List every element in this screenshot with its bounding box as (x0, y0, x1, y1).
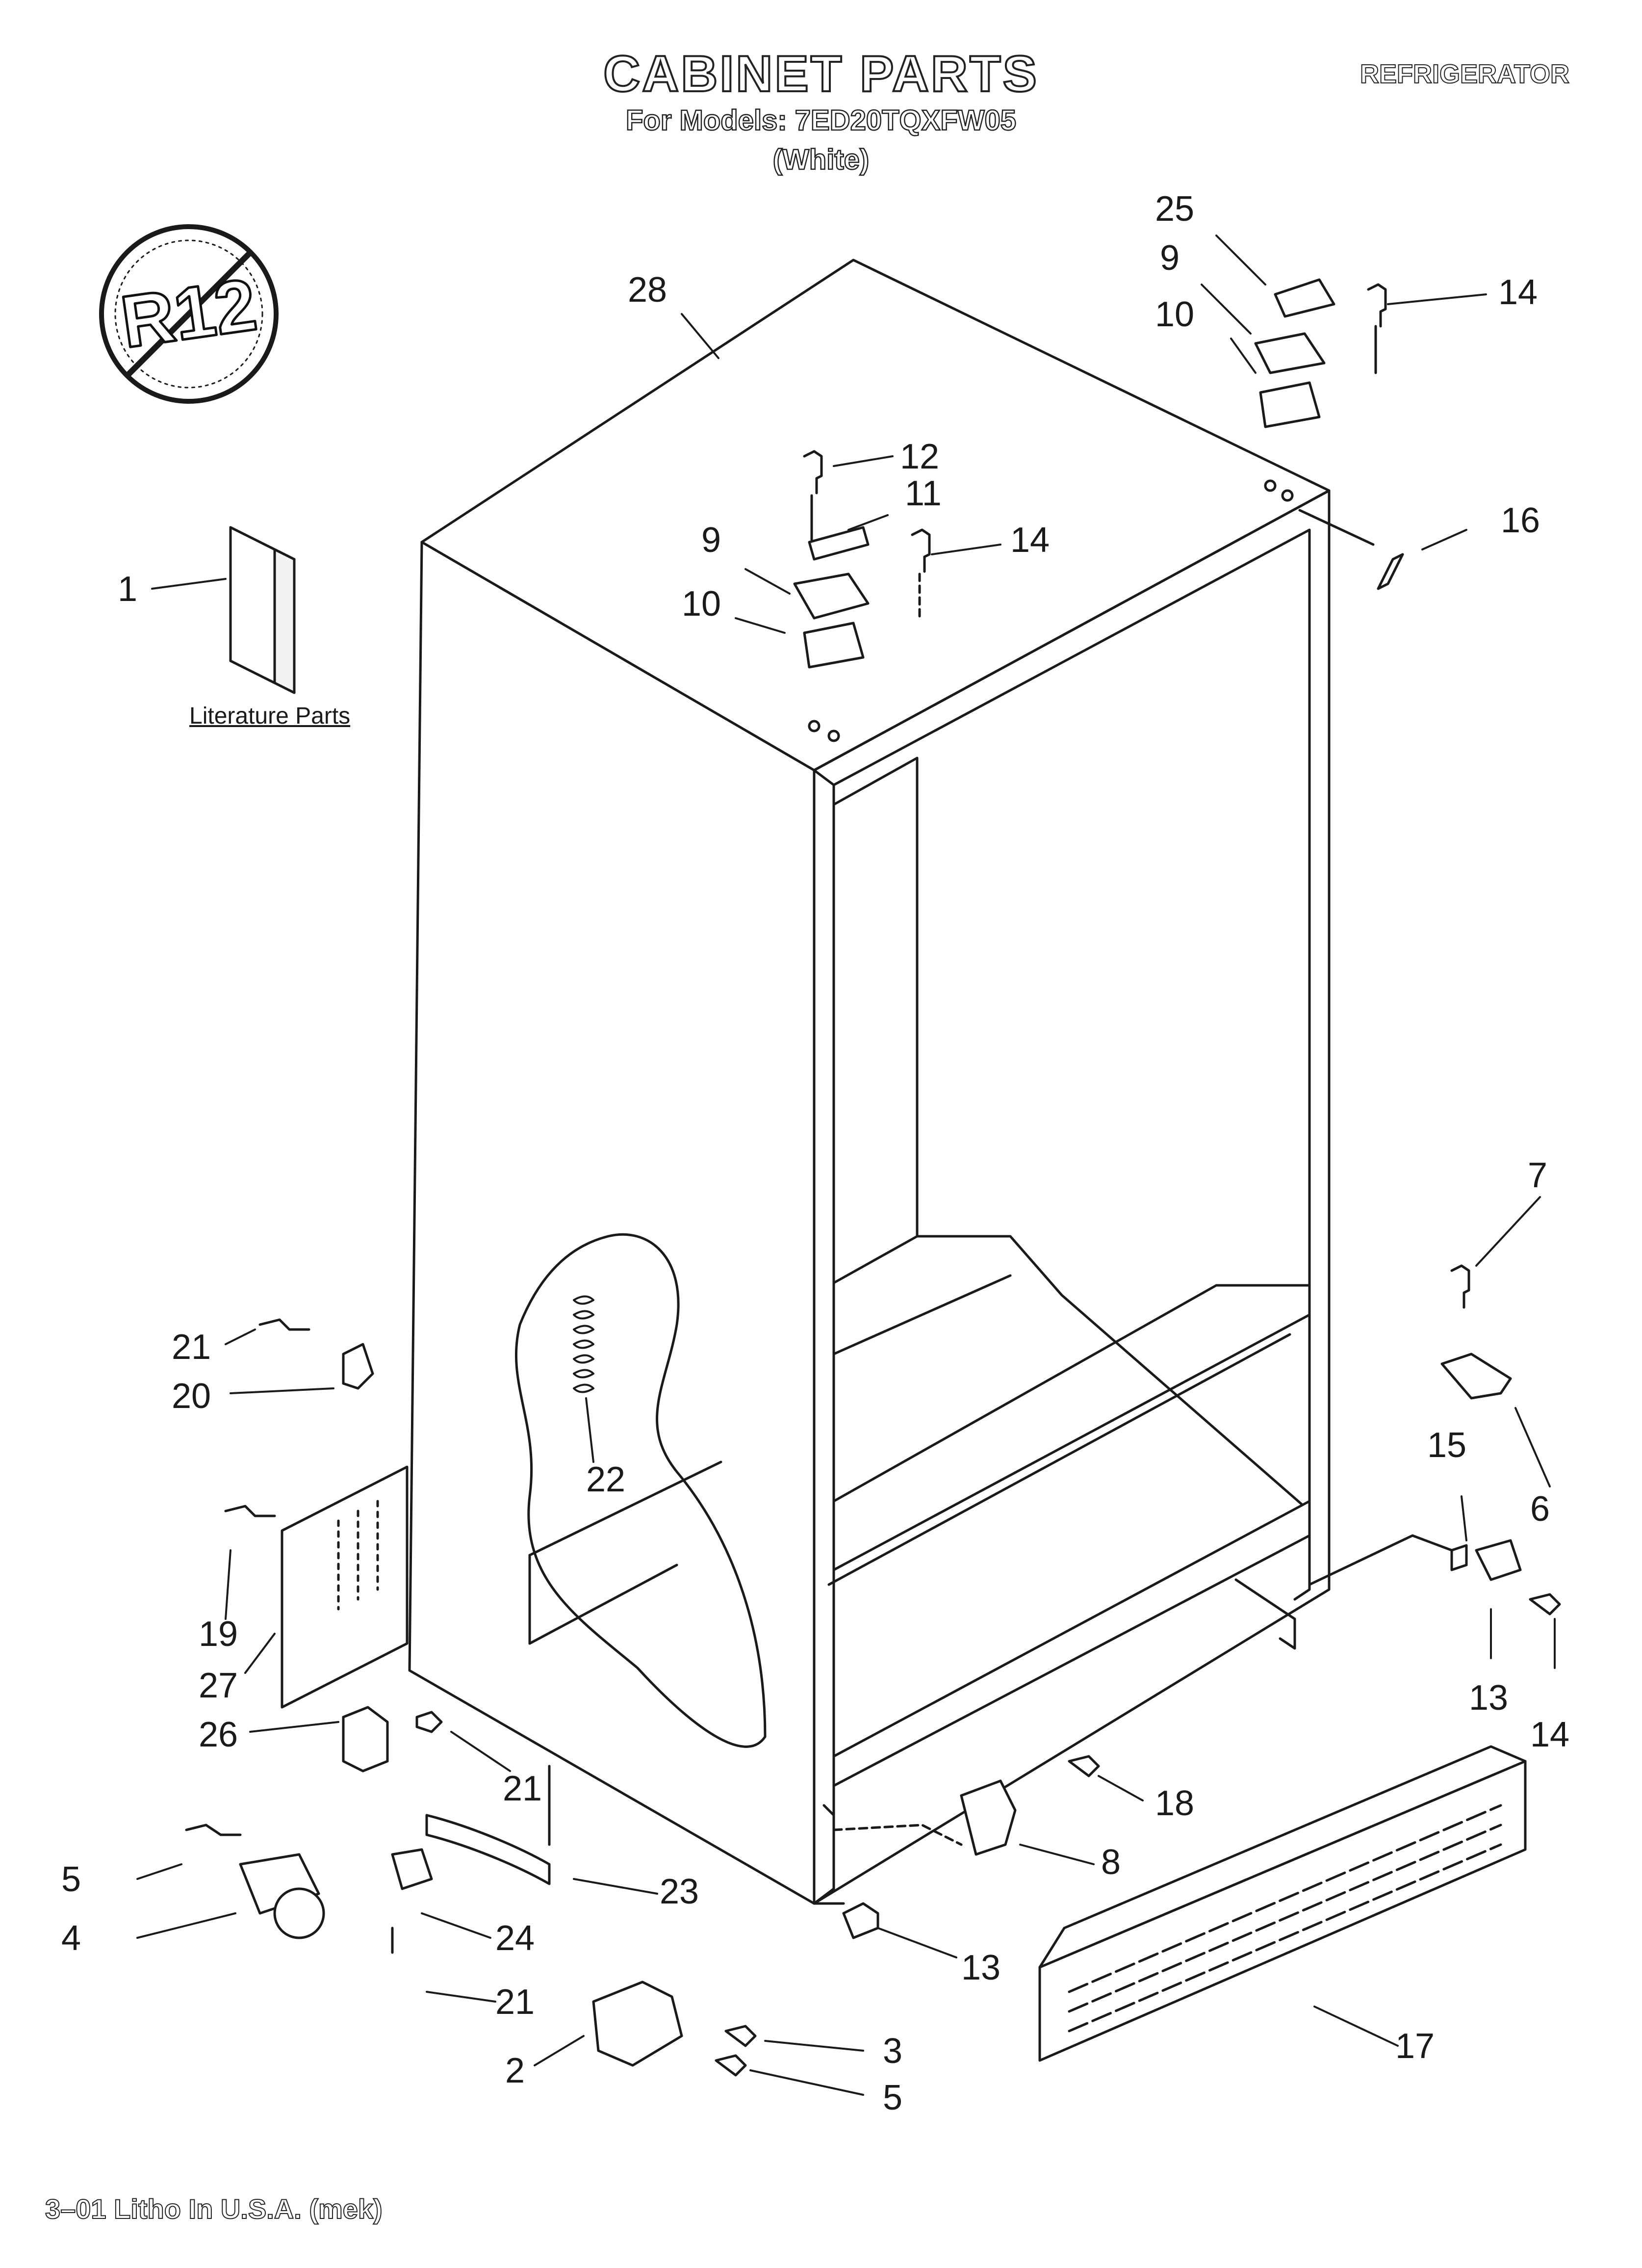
control-panel-assembly (224, 1318, 409, 1709)
callout-3: 3 (883, 2032, 902, 2071)
callout-5-bottom: 5 (883, 2078, 902, 2117)
callout-13-front: 13 (961, 1948, 1001, 1987)
no-r12-badge-text: R12 (116, 263, 261, 364)
callout-14: 14 (1010, 521, 1050, 560)
callout-6: 6 (1530, 1489, 1550, 1529)
page-title: CABINET PARTS (602, 45, 1039, 104)
callout-21-mid: 21 (503, 1769, 542, 1808)
cabinet-cutaway (514, 1233, 767, 1748)
lower-left-parts (185, 1706, 757, 2077)
callout-18: 18 (1155, 1784, 1194, 1823)
callout-20: 20 (172, 1377, 211, 1416)
callout-14-top-right: 14 (1498, 273, 1538, 312)
callout-26: 26 (199, 1715, 238, 1754)
callout-10-top-right: 10 (1155, 295, 1194, 334)
literature-booklet-icon (229, 526, 296, 694)
models-line: For Models: 7ED20TQXFW05 (625, 104, 1017, 137)
callout-23: 23 (660, 1872, 699, 1911)
callout-numbers: 28 25 9 10 14 12 11 9 14 10 16 1 7 21 20… (61, 189, 1569, 2117)
callout-11: 11 (905, 474, 942, 513)
callout-2: 2 (505, 2051, 525, 2090)
right-side-parts (832, 1264, 1561, 1939)
cabinet-body (408, 259, 1331, 1905)
front-grille (1038, 1745, 1527, 2062)
top-left-hinge-assembly (793, 450, 931, 742)
callout-16: 16 (1501, 501, 1540, 540)
callout-13-right: 13 (1469, 1678, 1508, 1718)
callout-7: 7 (1528, 1156, 1547, 1195)
literature-parts-label: Literature Parts (189, 703, 351, 729)
callout-1: 1 (118, 570, 137, 609)
callout-14-right: 14 (1530, 1715, 1569, 1754)
color-line: (White) (772, 143, 870, 177)
callout-25: 25 (1155, 189, 1194, 229)
callout-24: 24 (495, 1919, 535, 1958)
callout-leaders (136, 235, 1556, 2096)
callout-21-upper: 21 (172, 1328, 211, 1367)
callout-5-left: 5 (61, 1860, 81, 1899)
callout-12: 12 (900, 437, 939, 476)
callout-19: 19 (199, 1615, 238, 1654)
top-right-hinge-assembly (1254, 278, 1404, 590)
callout-27: 27 (199, 1666, 238, 1705)
callout-17: 17 (1395, 2027, 1435, 2066)
callout-22: 22 (586, 1460, 625, 1499)
callout-8: 8 (1101, 1843, 1121, 1882)
callout-9: 9 (701, 521, 721, 560)
callout-9-top-right: 9 (1160, 238, 1180, 278)
callout-10: 10 (682, 584, 721, 624)
callout-4: 4 (61, 1919, 81, 1958)
footer-litho: 3–01 Litho In U.S.A. (mek) (45, 2193, 383, 2225)
callout-15: 15 (1427, 1426, 1466, 1465)
callout-21-lower: 21 (495, 1982, 535, 2022)
callout-28: 28 (628, 270, 667, 310)
category-label: REFRIGERATOR (1360, 59, 1570, 89)
no-r12-badge: R12 (99, 224, 279, 404)
